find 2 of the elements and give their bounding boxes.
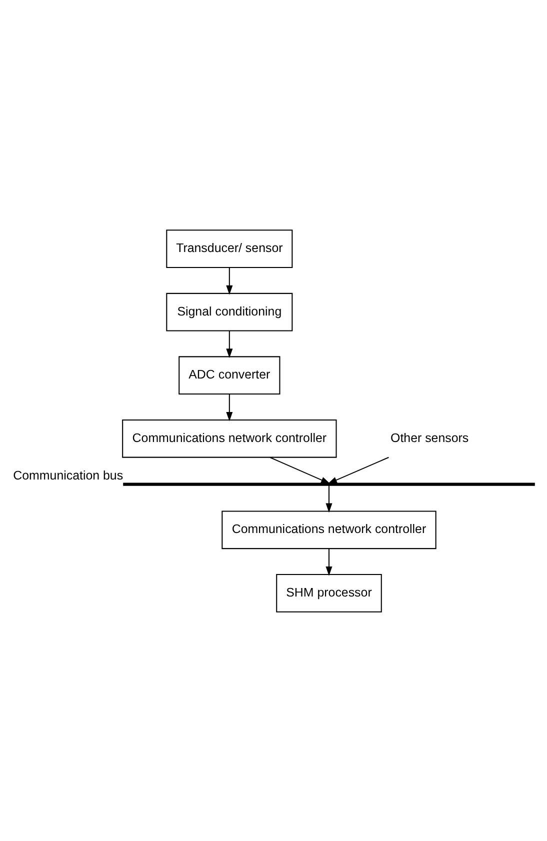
node-text: Other sensors xyxy=(390,430,469,444)
node-label: Communication bus xyxy=(13,468,124,482)
